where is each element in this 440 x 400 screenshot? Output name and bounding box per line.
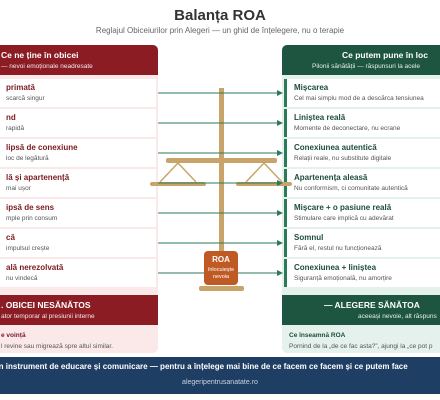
left-item-title: nd	[6, 113, 16, 122]
left-item-title: ală nerezolvată	[6, 263, 64, 272]
right-item: Apartenența aleasă Nu conformism, ci com…	[284, 169, 440, 197]
left-item: lă și apartenență mai ușor	[0, 169, 156, 197]
scale-string	[159, 162, 179, 183]
left-note-text: l revine sau migrează spre altul similar…	[1, 343, 113, 350]
left-item-text: loc de legătură	[6, 155, 49, 162]
left-item-text: nu vindecă	[6, 275, 38, 282]
right-item-title: Conexiunea autentică	[294, 143, 377, 152]
right-footer: — ALEGERE SĂNĂTOA aceeași nevoie, alt ră…	[282, 295, 440, 325]
left-header-title: Ce ne ține în obicei	[1, 50, 79, 60]
left-column: Ce ne ține în obicei — nevoi emoționale …	[0, 45, 158, 353]
right-item-text: Relații reale, nu substitute digitale	[294, 155, 392, 162]
left-note-title: e voință	[1, 332, 26, 339]
right-column: Ce putem pune în loc Pilonii sănătății —…	[282, 45, 440, 353]
left-item: ală nerezolvată nu vindecă	[0, 259, 156, 287]
left-item-text: rapidă	[6, 125, 25, 132]
left-item-title: lă și apartenență	[6, 173, 70, 182]
scale-string	[245, 162, 265, 183]
right-item-text: Nu conformism, ci comunitate autentică	[294, 185, 408, 192]
footer-website: alegeripentrusanatate.ro	[182, 379, 258, 386]
roa-sublabel: înlocuiește nevoia	[204, 267, 238, 281]
left-footer-title: . OBICEI NESĂNĂTOS	[1, 300, 91, 310]
right-item: Liniștea reală Momente de deconectare, n…	[284, 109, 440, 137]
right-item-title: Somnul	[294, 233, 324, 242]
left-footer-subtitle: ator temporar al presiunii interne	[1, 313, 95, 320]
left-item-title: primată	[6, 83, 35, 92]
right-item: Conexiunea autentică Relații reale, nu s…	[284, 139, 440, 167]
scale-post	[219, 88, 224, 254]
right-item: Somnul Fără el, restul nu funcționează	[284, 229, 440, 257]
left-item: ipsă de sens mple prin consum	[0, 199, 156, 227]
right-item-title: Liniștea reală	[294, 113, 346, 122]
left-item-title: că	[6, 233, 15, 242]
left-item-title: lipsă de conexiune	[6, 143, 78, 152]
right-footer-subtitle: aceeași nevoie, alt răspuns	[358, 313, 437, 320]
right-header-title: Ce putem pune în loc	[342, 50, 428, 60]
left-item-text: impulsul crește	[6, 245, 50, 252]
right-item-title: Apartenența aleasă	[294, 173, 368, 182]
scale-base	[199, 286, 244, 291]
right-header: Ce putem pune în loc Pilonii sănătății —…	[282, 45, 440, 75]
footer-disclaimer: ste un instrument de educare și comunica…	[0, 362, 408, 371]
right-item-text: Cel mai simplu mod de a descărca tensiun…	[294, 95, 424, 102]
left-item-text: mple prin consum	[6, 215, 58, 222]
scale-string	[263, 162, 283, 183]
right-item-title: Mișcare + o pasiune reală	[294, 203, 392, 212]
left-item-text: scarcă singur	[6, 95, 45, 102]
left-footer: . OBICEI NESĂNĂTOS ator temporar al pres…	[0, 295, 158, 325]
right-item-text: Momente de deconectare, nu ecrane	[294, 125, 401, 132]
footer-bar: ste un instrument de educare și comunica…	[0, 357, 440, 394]
left-header: Ce ne ține în obicei — nevoi emoționale …	[0, 45, 158, 75]
right-note-title: Ce înseamnă ROA	[289, 332, 346, 339]
right-item-title: Mișcarea	[294, 83, 329, 92]
right-item-text: Siguranță emoțională, nu amorțire	[294, 275, 392, 282]
right-footer-title: — ALEGERE SĂNĂTOA	[324, 300, 420, 310]
page-title: Balanța ROA	[174, 7, 266, 24]
right-note-text: Pornind de la „de ce fac asta?”, ajungi …	[289, 343, 433, 350]
left-item: primată scarcă singur	[0, 79, 156, 107]
left-header-subtitle: — nevoi emoționale neadresate	[1, 63, 93, 70]
left-item: nd rapidă	[0, 109, 156, 137]
right-item-title: Conexiunea + liniștea	[294, 263, 377, 272]
left-item: lipsă de conexiune loc de legătură	[0, 139, 156, 167]
right-item: Mișcarea Cel mai simplu mod de a descărc…	[284, 79, 440, 107]
left-item: că impulsul crește	[0, 229, 156, 257]
scale-beam	[166, 158, 277, 163]
right-header-subtitle: Pilonii sănătății — răspunsuri la acele	[312, 63, 421, 70]
right-item: Mișcare + o pasiune reală Stimulare care…	[284, 199, 440, 227]
right-item: Conexiunea + liniștea Siguranță emoționa…	[284, 259, 440, 287]
right-item-text: Stimulare care implică cu adevărat	[294, 215, 394, 222]
page-subtitle: Reglajul Obiceiurilor prin Alegeri — un …	[95, 26, 345, 35]
right-item-text: Fără el, restul nu funcționează	[294, 245, 382, 252]
roa-badge: ROA înlocuiește nevoia	[204, 251, 238, 285]
scale-string	[177, 162, 197, 183]
roa-sublabel-line: nevoia	[212, 274, 230, 280]
roa-sublabel-line: înlocuiește	[207, 267, 235, 273]
roa-label: ROA	[212, 255, 230, 264]
left-item-title: ipsă de sens	[6, 203, 55, 212]
left-item-text: mai ușor	[6, 185, 31, 192]
